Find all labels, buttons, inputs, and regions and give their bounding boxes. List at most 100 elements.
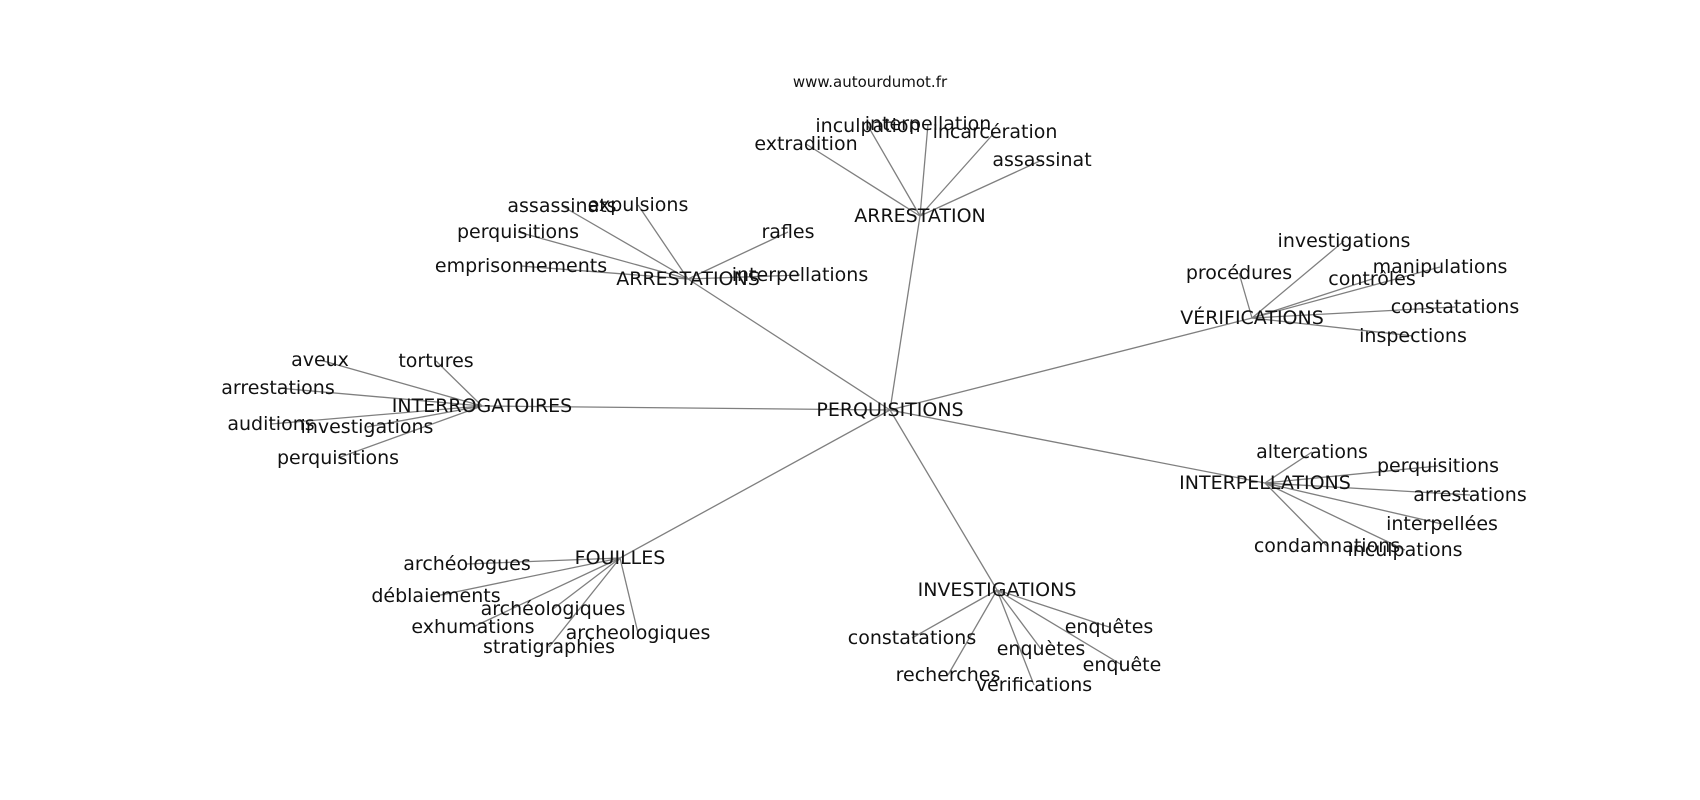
- word-node-label: assassinats: [507, 195, 616, 217]
- word-node-label: déblaiements: [371, 585, 500, 607]
- word-node-label: enquête: [1083, 654, 1162, 676]
- hub-node-verifications: VÉRIFICATIONS: [1180, 306, 1324, 329]
- edge-arrestation-word: [919, 123, 929, 217]
- word-node-label: interpellation: [865, 113, 992, 135]
- word-node-label: constatations: [1391, 296, 1520, 318]
- word-node-label: recherches: [896, 664, 1001, 686]
- word-node-label: investigations: [301, 416, 434, 438]
- word-node-label: enquètes: [997, 638, 1086, 660]
- word-node-label: extradition: [754, 133, 857, 155]
- edge-investigations-word: [911, 589, 998, 639]
- edge-interrogatoires-word: [366, 405, 483, 428]
- edge-center-interpellations: [889, 409, 1266, 484]
- edge-verifications-word: [1251, 278, 1373, 319]
- word-node-label: stratigraphies: [483, 636, 615, 658]
- edge-investigations-word: [996, 589, 1042, 650]
- edge-interrogatoires-word: [319, 359, 483, 407]
- word-node-label: investigations: [1278, 230, 1411, 252]
- word-node-label: procédures: [1186, 262, 1292, 284]
- word-node-label: tortures: [398, 350, 473, 372]
- edge-interpellations-word: [1264, 465, 1439, 484]
- word-node-label: condamnations: [1254, 535, 1400, 557]
- edge-investigations-word: [947, 589, 998, 676]
- edge-center-investigations: [889, 409, 998, 591]
- word-node-label: inspections: [1359, 325, 1467, 347]
- hub-node-arrestation: ARRESTATION: [854, 205, 986, 227]
- edge-investigations-word: [996, 589, 1123, 666]
- edge-interpellations-word: [1264, 482, 1328, 547]
- word-node-label: expulsions: [588, 194, 689, 216]
- edge-interpellations-word: [1264, 482, 1406, 551]
- word-node-label: interpellations: [732, 264, 869, 286]
- word-node-label: archeologiques: [566, 622, 711, 644]
- word-node-label: perquisitions: [277, 447, 399, 469]
- word-node-label: auditions: [227, 413, 314, 435]
- edge-arrestations-word: [520, 265, 689, 280]
- word-node-label: arrestations: [221, 377, 335, 399]
- edge-interpellations-word: [1264, 451, 1313, 484]
- hub-node-interpellations: INTERPELLATIONS: [1179, 472, 1351, 494]
- edge-arrestations-word: [561, 205, 689, 280]
- edge-investigations-word: [996, 589, 1035, 686]
- edge-verifications-word: [1251, 317, 1414, 337]
- edge-fouilles-word: [466, 557, 621, 565]
- edge-verifications-word: [1251, 240, 1345, 319]
- word-node-label: incarcération: [933, 121, 1058, 143]
- source-label: www.autourdumot.fr: [793, 73, 948, 91]
- edge-center-arrestations: [687, 278, 891, 411]
- graph-labels: www.autourdumot.fr PERQUISITIONS extradi…: [221, 73, 1527, 696]
- edge-verifications-word: [1251, 306, 1456, 319]
- word-node-label: manipulations: [1373, 256, 1508, 278]
- edge-arrestations-word: [637, 204, 689, 280]
- hub-node-arrestations: ARRESTATIONS: [616, 268, 760, 290]
- word-node-label: archéologiques: [481, 598, 626, 620]
- word-node-label: vérifications: [976, 674, 1092, 696]
- edge-arrestations-word: [687, 231, 789, 280]
- edge-arrestation-word: [919, 131, 996, 217]
- center-node-label: PERQUISITIONS: [816, 399, 963, 421]
- edge-verifications-word: [1251, 266, 1441, 319]
- edge-arrestation-word: [867, 125, 921, 217]
- edge-arrestations-word: [517, 231, 689, 280]
- edge-verifications-word: [1238, 272, 1253, 319]
- edge-center-verifications: [889, 317, 1253, 411]
- word-node-label: archéologues: [403, 553, 530, 575]
- word-node-label: altercations: [1256, 441, 1368, 463]
- edge-investigations-word: [996, 589, 1110, 628]
- edge-fouilles-word: [435, 557, 621, 597]
- hub-node-investigations: INVESTIGATIONS: [918, 579, 1077, 601]
- word-node-label: perquisitions: [1377, 455, 1499, 477]
- hub-node-interrogatoires: INTERROGATOIRES: [392, 395, 572, 417]
- word-node-label: exhumations: [411, 616, 534, 638]
- graph-edges: [270, 123, 1471, 686]
- word-node-label: contrôles: [1328, 268, 1415, 290]
- word-node-label: aveux: [291, 349, 349, 371]
- edge-fouilles-word: [619, 557, 639, 634]
- word-node-label: inculpations: [1347, 539, 1462, 561]
- hub-node-fouilles: FOUILLES: [575, 547, 666, 569]
- edge-arrestation-word: [919, 159, 1043, 217]
- word-node-label: interpellées: [1386, 513, 1498, 535]
- edge-fouilles-word: [548, 557, 621, 648]
- edge-interpellations-word: [1264, 482, 1471, 496]
- edge-interrogatoires-word: [277, 387, 483, 407]
- edge-interrogatoires-word: [435, 360, 483, 407]
- edge-center-arrestation: [889, 215, 921, 411]
- edge-center-interrogatoires: [481, 405, 891, 411]
- word-node-label: rafles: [761, 221, 814, 243]
- word-node-label: constatations: [848, 627, 977, 649]
- word-node-label: arrestations: [1413, 484, 1527, 506]
- edge-interpellations-word: [1264, 482, 1443, 525]
- edge-arrestation-word: [805, 143, 921, 217]
- word-node-label: enquêtes: [1065, 616, 1154, 638]
- edge-arrestations-word: [687, 274, 801, 280]
- edge-interrogatoires-word: [270, 405, 483, 425]
- word-node-label: assassinat: [992, 149, 1091, 171]
- word-node-label: emprisonnements: [435, 255, 607, 277]
- word-node-label: perquisitions: [457, 221, 579, 243]
- word-node-label: inculpation: [815, 115, 920, 137]
- edge-center-fouilles: [619, 409, 891, 559]
- edge-fouilles-word: [472, 557, 621, 628]
- edge-fouilles-word: [552, 557, 621, 610]
